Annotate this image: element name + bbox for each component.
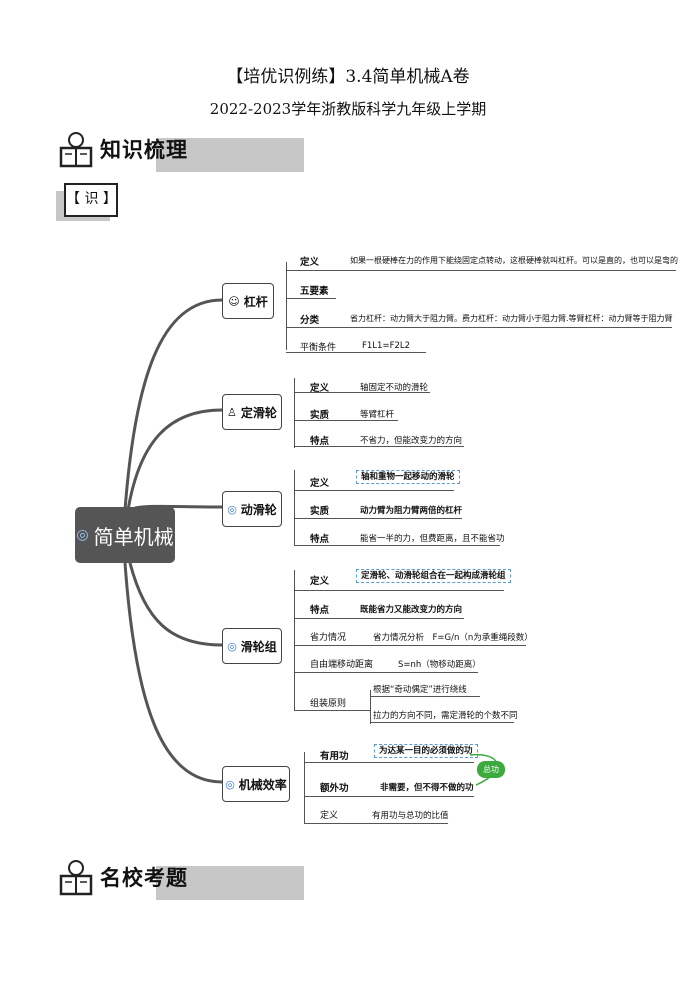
block-v4b: 拉力的方向不同，需定滑轮的个数不同 — [373, 711, 518, 721]
movable-k1: 实质 — [310, 506, 330, 517]
center-label: 简单机械 — [93, 524, 174, 549]
shi-label: 【 识 】 — [64, 183, 118, 217]
block-bracket — [294, 570, 295, 710]
eff-k2: 定义 — [320, 811, 339, 821]
block-k0: 定义 — [310, 576, 330, 587]
eff-v2: 有用功与总功的比值 — [372, 811, 449, 821]
book-icon — [59, 860, 93, 896]
doc-subtitle: 2022-2023学年浙教版科学九年级上学期 — [209, 100, 487, 118]
section-knowledge-label: 知识梳理 — [100, 137, 188, 162]
fixed-k1: 实质 — [310, 410, 330, 421]
fixed-k2: 特点 — [310, 436, 330, 447]
block-k2: 省力情况 — [310, 633, 347, 643]
target-icon: ◎ — [76, 527, 89, 543]
movable-pulley-label: 动滑轮 — [240, 502, 277, 517]
pulley-block-label: 滑轮组 — [240, 639, 277, 654]
target-icon: ◎ — [227, 502, 237, 516]
eff-v0-text: 为达某一目的必须做的功 — [374, 744, 478, 758]
person-icon: ♙ — [227, 405, 237, 419]
movable-v1: 动力臂为阻力臂两倍的杠杆 — [360, 506, 463, 516]
lever-v0: 如果一根硬棒在力的作用下能绕固定点转动，这根硬棒就叫杠杆。可以是直的，也可以是弯… — [350, 256, 678, 265]
node-pulley-block[interactable]: ◎ 滑轮组 — [222, 628, 282, 664]
block-v0: 定滑轮、动滑轮组合在一起构成滑轮组 — [356, 569, 511, 583]
section-exam: 名校考题 — [56, 858, 316, 902]
fixed-v0: 轴固定不动的滑轮 — [360, 383, 429, 393]
fixed-v2: 不省力，但能改变力的方向 — [360, 436, 463, 446]
block-v0-text: 定滑轮、动滑轮组合在一起构成滑轮组 — [356, 569, 511, 583]
movable-v0-text: 轴和重物一起移动的滑轮 — [356, 470, 460, 484]
eff-v0: 为达某一目的必须做的功 — [374, 744, 478, 758]
fixed-bracket — [294, 378, 295, 448]
target-icon: ◎ — [227, 639, 237, 653]
mindmap-center[interactable]: ◎ 简单机械 — [75, 507, 175, 563]
block-v4: 根据“奇动偶定”进行绕线 — [373, 685, 467, 695]
block-k3: 自由端移动距离 — [310, 660, 374, 670]
target-icon: ◎ — [225, 777, 235, 791]
movable-v0: 轴和重物一起移动的滑轮 — [356, 470, 460, 484]
book-icon — [59, 132, 93, 168]
node-lever[interactable]: ☺ 杠杆 — [222, 283, 274, 319]
lever-k0: 定义 — [300, 257, 320, 268]
lever-k2: 分类 — [300, 315, 320, 326]
section-knowledge: 知识梳理 — [56, 130, 316, 174]
face-icon: ☺ — [228, 294, 240, 308]
lever-k3: 平衡条件 — [300, 343, 337, 353]
shi-box: 【 识 】 — [56, 183, 118, 221]
node-fixed-pulley[interactable]: ♙ 定滑轮 — [222, 394, 282, 430]
block-k1: 特点 — [310, 605, 330, 616]
fixed-pulley-label: 定滑轮 — [240, 405, 277, 420]
movable-k0: 定义 — [310, 478, 330, 489]
eff-k0: 有用功 — [320, 751, 349, 762]
node-efficiency[interactable]: ◎ 机械效率 — [222, 766, 290, 802]
block-v3: S=nh（物移动距离） — [398, 660, 481, 670]
section-bar-exam — [156, 866, 304, 900]
lever-v3: F1L1=F2L2 — [362, 341, 411, 351]
movable-v2: 能省一半的力，但费距离，且不能省功 — [360, 534, 505, 544]
lever-v2: 省力杠杆：动力臂大于阻力臂。费力杠杆：动力臂小于阻力臂.等臂杠杆：动力臂等于阻力… — [350, 314, 673, 323]
block-v2: 省力情况分析 F=G/n（n为承重绳段数） — [373, 633, 533, 643]
total-work-tag: 总功 — [477, 761, 505, 778]
efficiency-bracket — [304, 752, 305, 824]
section-exam-label: 名校考题 — [100, 865, 188, 890]
movable-bracket — [294, 470, 295, 546]
doc-title: 【培优识例练】3.4简单机械A卷 — [226, 67, 470, 87]
movable-k2: 特点 — [310, 534, 330, 545]
section-bar — [156, 138, 304, 172]
fixed-k0: 定义 — [310, 383, 330, 394]
fixed-v1: 等臂杠杆 — [360, 410, 395, 420]
block-v1: 既能省力又能改变力的方向 — [360, 605, 463, 615]
lever-k1: 五要素 — [300, 286, 329, 297]
lever-bracket — [286, 262, 287, 350]
node-movable-pulley[interactable]: ◎ 动滑轮 — [222, 491, 282, 527]
eff-k1: 额外功 — [320, 783, 349, 794]
block-k4: 组装原则 — [310, 699, 347, 709]
eff-v1: 非需要，但不得不做的功 — [380, 783, 474, 793]
lever-label: 杠杆 — [243, 294, 268, 309]
efficiency-label: 机械效率 — [238, 777, 287, 792]
